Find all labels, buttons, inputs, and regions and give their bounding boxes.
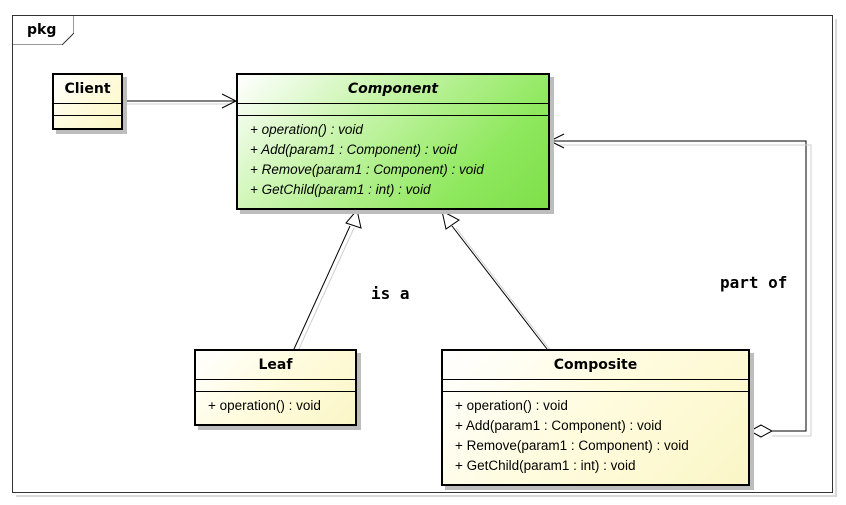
operation: + Remove(param1 : Component) : void bbox=[250, 162, 484, 177]
class-separator bbox=[443, 379, 748, 380]
attributes-compartment bbox=[238, 104, 548, 115]
class-leaf[interactable]: Leaf + operation() : void bbox=[194, 349, 357, 426]
operation: + Add(param1 : Component) : void bbox=[455, 418, 662, 433]
operation: + operation() : void bbox=[250, 122, 363, 137]
relation-label-part-of: part of bbox=[720, 273, 788, 292]
operation: + GetChild(param1 : int) : void bbox=[455, 458, 636, 473]
class-separator bbox=[196, 379, 355, 380]
operations-compartment: + operation() : void + Add(param1 : Comp… bbox=[238, 116, 548, 200]
attributes-compartment bbox=[54, 104, 121, 115]
class-separator bbox=[443, 391, 748, 392]
class-composite[interactable]: Composite + operation() : void + Add(par… bbox=[441, 349, 750, 486]
class-name: Leaf bbox=[258, 357, 293, 373]
class-name: Composite bbox=[553, 357, 638, 373]
class-client[interactable]: Client bbox=[52, 73, 123, 130]
class-separator bbox=[54, 103, 121, 104]
operation: + Remove(param1 : Component) : void bbox=[455, 438, 689, 453]
attributes-compartment bbox=[443, 380, 748, 391]
attributes-compartment bbox=[196, 380, 355, 391]
class-name: Component bbox=[347, 81, 439, 97]
class-separator bbox=[54, 115, 121, 116]
package-label: pkg bbox=[27, 22, 57, 38]
aggregation-composite-component bbox=[548, 133, 812, 438]
generalization-composite-component bbox=[441, 210, 552, 352]
class-name: Client bbox=[64, 81, 111, 97]
operations-compartment: + operation() : void bbox=[196, 392, 355, 416]
operation: + GetChild(param1 : int) : void bbox=[250, 182, 431, 197]
class-separator bbox=[196, 391, 355, 392]
association-client-component bbox=[125, 93, 238, 109]
operation: + Add(param1 : Component) : void bbox=[250, 142, 457, 157]
package-tab bbox=[12, 15, 74, 45]
operations-compartment: + operation() : void + Add(param1 : Comp… bbox=[443, 392, 748, 476]
operation: + operation() : void bbox=[208, 398, 321, 413]
operation: + operation() : void bbox=[455, 398, 568, 413]
package-frame-shadow bbox=[16, 19, 837, 497]
class-component[interactable]: Component + operation() : void + Add(par… bbox=[236, 73, 550, 210]
class-separator bbox=[238, 103, 548, 104]
package-frame bbox=[12, 15, 833, 493]
relation-label-is-a: is a bbox=[371, 284, 410, 303]
class-separator bbox=[238, 115, 548, 116]
generalization-leaf-component bbox=[293, 208, 362, 352]
